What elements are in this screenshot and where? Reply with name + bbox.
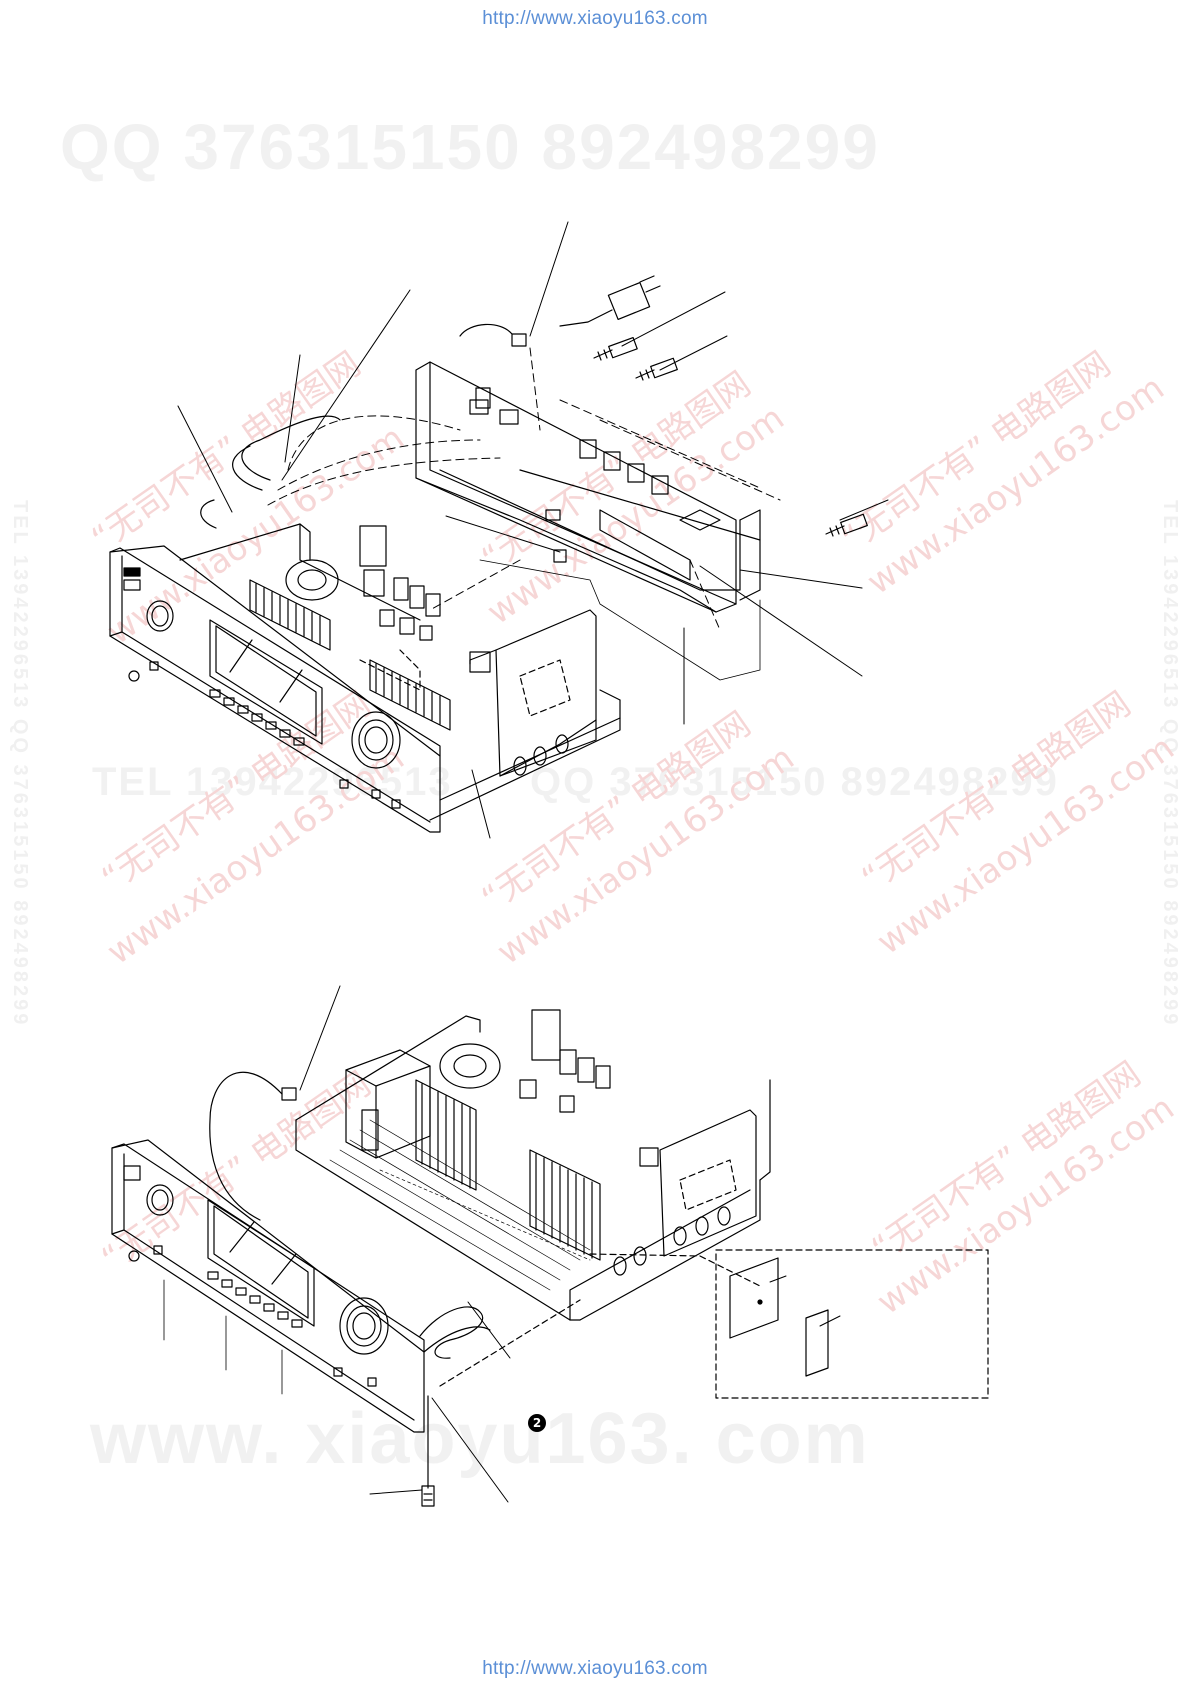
rear-terminal-4 (651, 475, 669, 495)
display-window-upper (209, 619, 323, 745)
connector-upper-1 (511, 333, 527, 347)
button-row-lower (207, 1271, 303, 1328)
watermark-www-bottom: www. xiaoyu163. com (90, 1399, 870, 1479)
screw-upper-1 (593, 336, 638, 361)
rear-terminal-2 (603, 451, 621, 471)
side-board-upper (469, 609, 597, 777)
ac-plug (559, 275, 661, 327)
main-knob-lower (339, 1297, 389, 1355)
watermark-side-left: TEL 13942296513 QQ 376315150 892498299 (9, 500, 31, 1028)
button-upper-small (123, 579, 141, 591)
rear-heatsink (599, 509, 691, 581)
header-url[interactable]: http://www.xiaoyu163.com (482, 8, 708, 29)
fan-lower (439, 1043, 501, 1089)
ribbon-cable (419, 1306, 484, 1359)
callout-number-2: 2 (528, 1414, 546, 1432)
screw-upper-3 (825, 513, 868, 537)
screw-upper-2 (635, 357, 678, 381)
volume-knob-small-lower (146, 1184, 174, 1216)
upper-leader-lines (177, 221, 889, 839)
front-panel-upper (109, 545, 441, 833)
rear-connector-2 (499, 409, 519, 425)
watermark-side-right: TEL 13942296513 QQ 376315150 892498299 (1159, 500, 1181, 1028)
lower-leader-lines (299, 985, 841, 1503)
chassis-upper (179, 523, 621, 821)
footer-url[interactable]: http://www.xiaoyu163.com (482, 1658, 708, 1679)
brand-logo-upper (123, 567, 141, 577)
front-panel-lower (111, 1139, 425, 1433)
brand-logo-lower (123, 1165, 141, 1181)
heatsink-lower-1 (415, 1079, 477, 1191)
speaker-terminals-lower (519, 1009, 611, 1113)
connector-lower-1 (281, 1087, 297, 1101)
display-window-lower (207, 1199, 315, 1327)
chassis-vents (329, 1119, 591, 1291)
inset-panel (729, 1257, 779, 1339)
speaker-terminals-upper (359, 525, 441, 641)
upper-assembly-view (109, 221, 889, 839)
watermark-qq-top: QQ 376315150 892498299 (60, 111, 880, 183)
rear-terminal-3 (627, 463, 645, 483)
rear-panel-board (415, 361, 761, 613)
chassis-lower (295, 1009, 771, 1387)
side-board-lower (613, 1109, 757, 1276)
wire-bundle (200, 323, 513, 529)
inset-parts (729, 1257, 829, 1377)
heatsink-upper-left (249, 579, 331, 651)
rear-connector-1 (469, 399, 489, 415)
cable-lower (209, 1071, 283, 1221)
heatsink-upper-right (369, 659, 451, 731)
screw-lower (421, 1395, 435, 1507)
fan-upper (285, 559, 339, 601)
lower-assembly-view (111, 985, 989, 1507)
rear-ic (545, 509, 561, 521)
cable-routes (267, 347, 781, 631)
watermark-qq-mid: QQ 376315150 892498299 (530, 760, 1059, 804)
inset-detail-box (715, 1249, 989, 1399)
button-row-upper (209, 689, 305, 746)
heatsink-lower-2 (529, 1149, 601, 1261)
rear-jack (475, 387, 491, 409)
watermark-tel-mid: TEL 13942296513 (92, 760, 453, 804)
transformer (345, 1049, 431, 1159)
main-knob-upper (351, 711, 401, 769)
rear-terminal-1 (579, 439, 597, 459)
volume-knob-small-upper (146, 600, 174, 632)
connector-upper-2 (553, 549, 567, 563)
inset-sheet (805, 1309, 829, 1377)
